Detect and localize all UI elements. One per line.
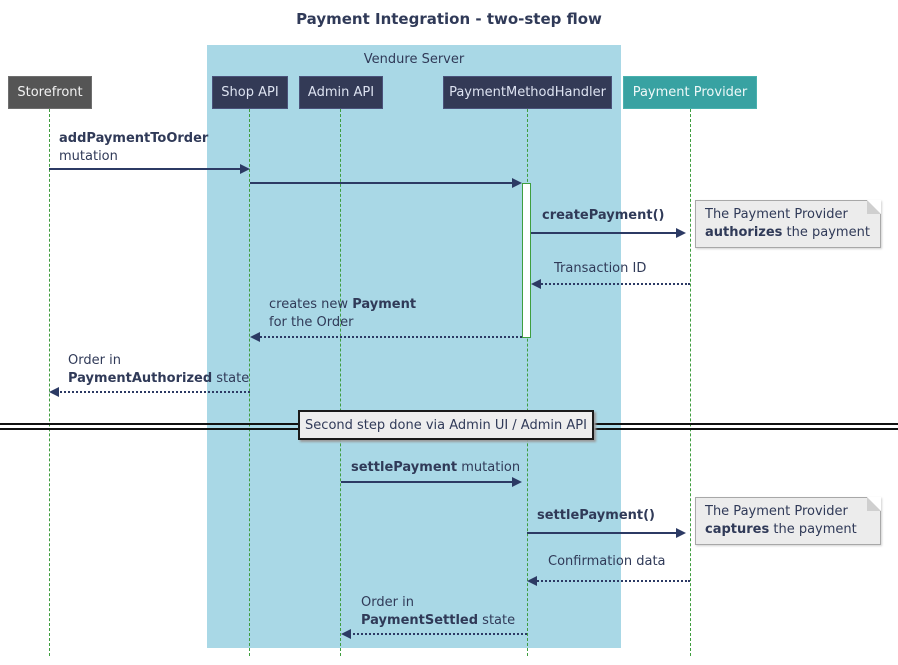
message-label-order-settled-rest: state <box>478 613 516 628</box>
message-label-add-payment: addPaymentToOrder mutation <box>59 130 208 166</box>
note-captures-line1: The Payment Provider <box>705 504 848 519</box>
message-label-add-payment-rest: mutation <box>59 149 118 164</box>
divider-box: Second step done via Admin UI / Admin AP… <box>298 410 594 440</box>
note-fold-icon <box>867 200 881 214</box>
note-authorizes: The Payment Provider authorizes the paym… <box>695 200 881 248</box>
message-label-order-authorized: Order in PaymentAuthorized state <box>68 352 249 388</box>
participant-admin-api: Admin API <box>299 76 383 109</box>
message-label-order-settled-bold: PaymentSettled <box>361 613 479 628</box>
message-arrow-creates-payment <box>250 332 522 342</box>
participant-payment-method-handler-label: PaymentMethodHandler <box>449 85 606 100</box>
message-label-creates-payment-line2: for the Order <box>269 315 354 330</box>
message-label-order-authorized-bold: PaymentAuthorized <box>68 371 213 386</box>
diagram-title: Payment Integration - two-step flow <box>296 10 602 28</box>
lifeline-payment-provider <box>690 109 691 656</box>
note-authorizes-bold: authorizes <box>705 225 783 240</box>
participant-shop-api: Shop API <box>212 76 288 109</box>
lifeline-admin-api <box>340 109 341 656</box>
message-label-order-authorized-rest: state <box>212 371 250 386</box>
message-arrow-order-settled <box>341 629 527 639</box>
message-label-creates-payment: creates new Payment for the Order <box>269 296 416 332</box>
message-label-create-payment: createPayment() <box>542 207 664 225</box>
note-captures-rest: the payment <box>769 522 857 537</box>
message-label-order-settled: Order in PaymentSettled state <box>361 594 515 630</box>
participant-shop-api-label: Shop API <box>221 85 279 100</box>
note-authorizes-line1: The Payment Provider <box>705 207 848 222</box>
note-authorizes-rest: the payment <box>782 225 870 240</box>
message-label-settle-mutation-rest: mutation <box>457 460 521 475</box>
vendure-server-label: Vendure Server <box>363 52 465 67</box>
note-captures-bold: captures <box>705 522 770 537</box>
vendure-server-group <box>207 45 621 648</box>
message-arrow-forward-to-handler <box>250 178 522 188</box>
participant-admin-api-label: Admin API <box>307 85 375 100</box>
message-label-order-authorized-line1: Order in <box>68 353 121 368</box>
lifeline-payment-method-handler <box>527 109 528 656</box>
message-label-add-payment-bold: addPaymentToOrder <box>59 131 209 146</box>
lifeline-shop-api <box>249 109 250 656</box>
participant-payment-provider-label: Payment Provider <box>632 85 748 100</box>
participant-storefront-label: Storefront <box>17 85 83 100</box>
message-arrow-add-payment <box>49 164 250 174</box>
message-label-order-settled-line1: Order in <box>361 595 414 610</box>
message-label-settle-mutation: settlePayment mutation <box>351 459 520 477</box>
message-label-settle-mutation-bold: settlePayment <box>351 460 458 475</box>
message-label-confirmation: Confirmation data <box>548 553 666 571</box>
message-label-creates-payment-pre: creates new <box>269 297 353 312</box>
message-arrow-create-payment <box>531 228 686 238</box>
message-label-transaction-id-text: Transaction ID <box>554 261 647 276</box>
message-label-create-payment-text: createPayment() <box>542 208 665 223</box>
participant-storefront: Storefront <box>8 76 92 109</box>
message-label-settle-payment: settlePayment() <box>537 507 655 525</box>
note-fold-icon <box>867 497 881 511</box>
lifeline-storefront <box>49 109 50 656</box>
note-captures: The Payment Provider captures the paymen… <box>695 497 881 545</box>
message-label-transaction-id: Transaction ID <box>554 260 646 278</box>
message-arrow-settle-mutation <box>341 477 522 487</box>
divider-label: Second step done via Admin UI / Admin AP… <box>305 417 587 433</box>
message-label-creates-payment-bold: Payment <box>352 297 417 312</box>
message-arrow-settle-payment <box>527 528 686 538</box>
message-arrow-confirmation <box>527 576 690 586</box>
message-arrow-transaction-id <box>531 279 690 289</box>
message-label-settle-payment-text: settlePayment() <box>537 508 655 523</box>
message-arrow-order-authorized <box>49 387 250 397</box>
activation-bar <box>522 183 531 338</box>
participant-payment-provider: Payment Provider <box>623 76 757 109</box>
message-label-confirmation-text: Confirmation data <box>548 554 666 569</box>
participant-payment-method-handler: PaymentMethodHandler <box>443 76 612 109</box>
